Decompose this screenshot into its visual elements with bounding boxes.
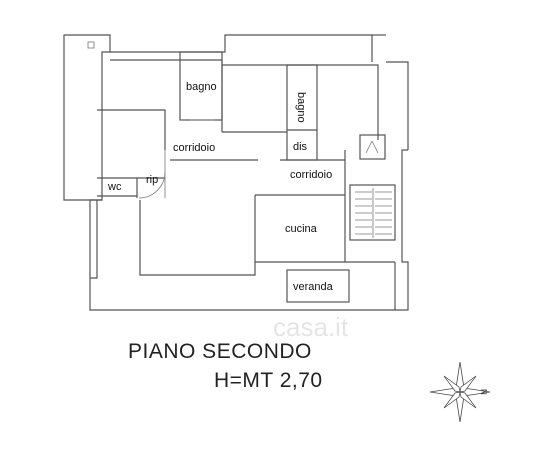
room-label-bagno-vertical: bagno	[295, 92, 307, 123]
room-label-rip: rip	[146, 174, 158, 186]
room-label-corridoio: corridoio	[173, 142, 215, 154]
plan-title: PIANO SECONDO	[128, 340, 312, 363]
compass-north-label: N	[479, 389, 488, 395]
compass-rose-icon: N	[429, 361, 491, 423]
staircase	[355, 188, 392, 238]
plan-height: H=MT 2,70	[214, 369, 323, 392]
room-label-corridoio: corridoio	[290, 169, 332, 181]
room-label-cucina: cucina	[285, 223, 318, 235]
room-label-dis: dis	[293, 141, 308, 153]
room-label-veranda: veranda	[293, 281, 334, 293]
watermark: casa.it	[273, 312, 349, 342]
room-label-bagno: bagno	[186, 81, 217, 93]
interior-walls	[97, 51, 396, 303]
room-label-wc: wc	[107, 181, 122, 193]
outer-walls	[63, 34, 409, 311]
